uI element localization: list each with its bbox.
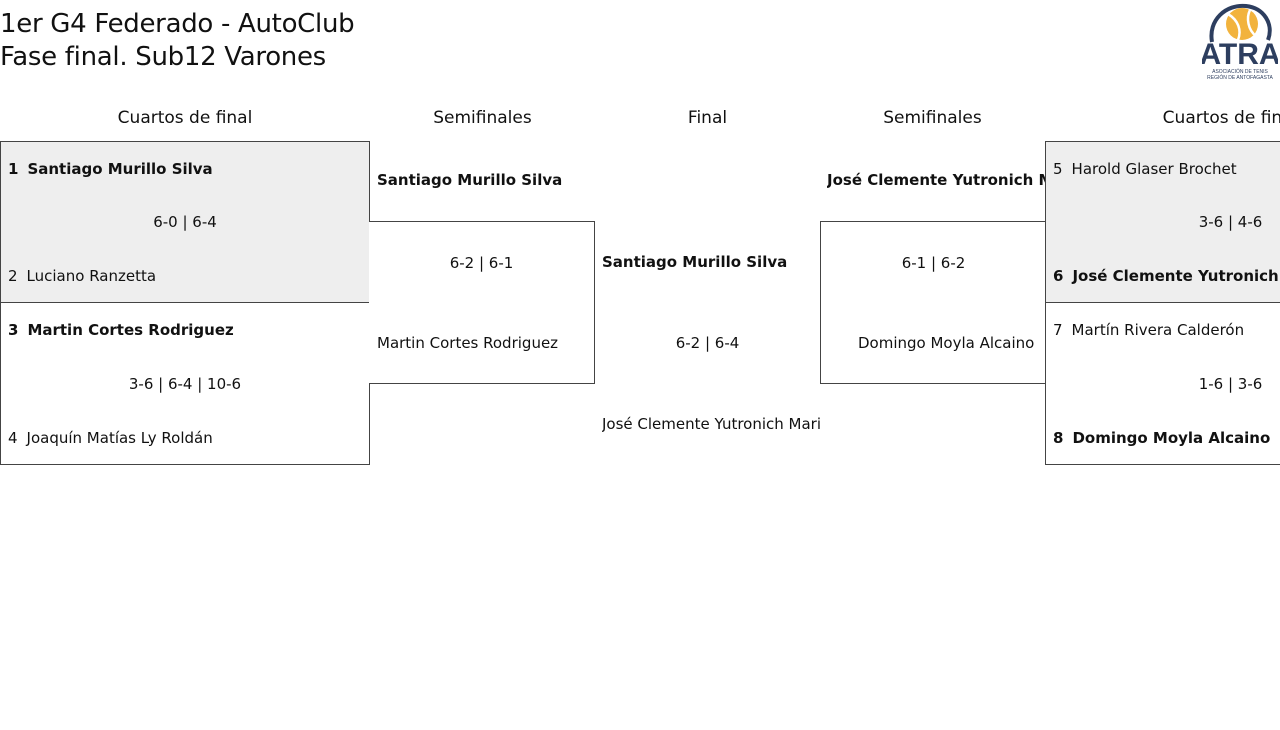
player-name: Martin Cortes Rodriguez xyxy=(27,321,234,339)
player-name: Santiago Murillo Silva xyxy=(27,160,213,178)
player-name: Joaquín Matías Ly Roldán xyxy=(26,429,213,447)
quarterfinal-match-4[interactable]: 7 Martín Rivera Calderón 1-6 | 3-6 8 Domin… xyxy=(1045,302,1280,465)
atra-logo: ATRA ASOCIACIÓN DE TENIS REGIÓN DE ANTOF… xyxy=(1199,2,1280,82)
player-row: 7 Martín Rivera Calderón xyxy=(1053,321,1244,339)
match-score: 3-6 | 6-4 | 10-6 xyxy=(128,375,242,393)
player-row: 2 Luciano Ranzetta xyxy=(8,267,156,285)
page-title: 1er G4 Federado - AutoClub xyxy=(0,9,355,39)
semifinal-right-top-player: José Clemente Yutronich Marinkovic xyxy=(827,171,1045,189)
page-subtitle: Fase final. Sub12 Varones xyxy=(0,42,326,72)
semifinal-right-match[interactable]: 6-1 | 6-2 Domingo Moyla Alcaino xyxy=(820,221,1046,384)
final-bottom-player: José Clemente Yutronich Marinkovic xyxy=(602,415,820,433)
player-row: 8 Domingo Moyla Alcaino xyxy=(1053,429,1270,447)
seed-number: 3 xyxy=(8,321,19,339)
round-title-right-semifinals: Semifinales xyxy=(883,108,982,128)
player-name: Domingo Moyla Alcaino xyxy=(1072,429,1271,447)
seed-number: 7 xyxy=(1053,321,1063,339)
final-top-player: Santiago Murillo Silva xyxy=(602,253,788,271)
player-name: José Clemente Yutronich Marinkovic xyxy=(1072,267,1280,285)
match-score: 6-0 | 6-4 xyxy=(153,213,217,231)
semifinal-left-top-player: Santiago Murillo Silva xyxy=(377,171,563,189)
logo-text: ATRA xyxy=(1202,38,1278,71)
logo-subtext-1: ASOCIACIÓN DE TENIS xyxy=(1212,68,1268,75)
player-name: Martín Rivera Calderón xyxy=(1071,321,1245,339)
seed-number: 8 xyxy=(1053,429,1064,447)
quarterfinal-match-3[interactable]: 5 Harold Glaser Brochet 3-6 | 4-6 6 José C… xyxy=(1045,141,1280,303)
quarterfinal-match-2[interactable]: 3 Martin Cortes Rodriguez 3-6 | 6-4 | 10-… xyxy=(0,302,370,465)
round-title-left-quarterfinals: Cuartos de final xyxy=(117,108,253,128)
final-score: 6-2 | 6-4 xyxy=(675,334,740,352)
logo-subtext-2: REGIÓN DE ANTOFAGASTA xyxy=(1207,74,1273,81)
player-row: 5 Harold Glaser Brochet xyxy=(1053,160,1237,178)
seed-number: 5 xyxy=(1053,160,1063,178)
seed-number: 1 xyxy=(8,160,19,178)
seed-number: 6 xyxy=(1053,267,1064,285)
round-title-final: Final xyxy=(687,108,728,128)
seed-number: 2 xyxy=(8,267,18,285)
player-name: Luciano Ranzetta xyxy=(26,267,157,285)
player-name: Harold Glaser Brochet xyxy=(1071,160,1237,178)
player-row: 4 Joaquín Matías Ly Roldán xyxy=(8,429,213,447)
semifinal-left-bottom-player: Martin Cortes Rodriguez xyxy=(377,334,559,352)
player-row: 1 Santiago Murillo Silva xyxy=(8,160,213,178)
match-score: 6-1 | 6-2 xyxy=(901,254,966,272)
quarterfinal-match-1[interactable]: 1 Santiago Murillo Silva 6-0 | 6-4 2 Lucia… xyxy=(0,141,370,303)
match-score: 1-6 | 3-6 xyxy=(1198,375,1263,393)
semifinal-left-match[interactable]: 6-2 | 6-1 Martin Cortes Rodriguez xyxy=(369,221,595,384)
round-title-right-quarterfinals: Cuartos de final xyxy=(1162,108,1280,128)
match-score: 6-2 | 6-1 xyxy=(449,254,514,272)
round-title-left-semifinals: Semifinales xyxy=(433,108,532,128)
semifinal-right-bottom-player: Domingo Moyla Alcaino xyxy=(858,334,1035,352)
tennis-ball-logo-icon: ATRA ASOCIACIÓN DE TENIS REGIÓN DE ANTOF… xyxy=(1199,3,1280,81)
match-score: 3-6 | 4-6 xyxy=(1198,213,1263,231)
player-row: 3 Martin Cortes Rodriguez xyxy=(8,321,234,339)
seed-number: 4 xyxy=(8,429,18,447)
player-row: 6 José Clemente Yutronich Marinkovic xyxy=(1053,267,1280,285)
